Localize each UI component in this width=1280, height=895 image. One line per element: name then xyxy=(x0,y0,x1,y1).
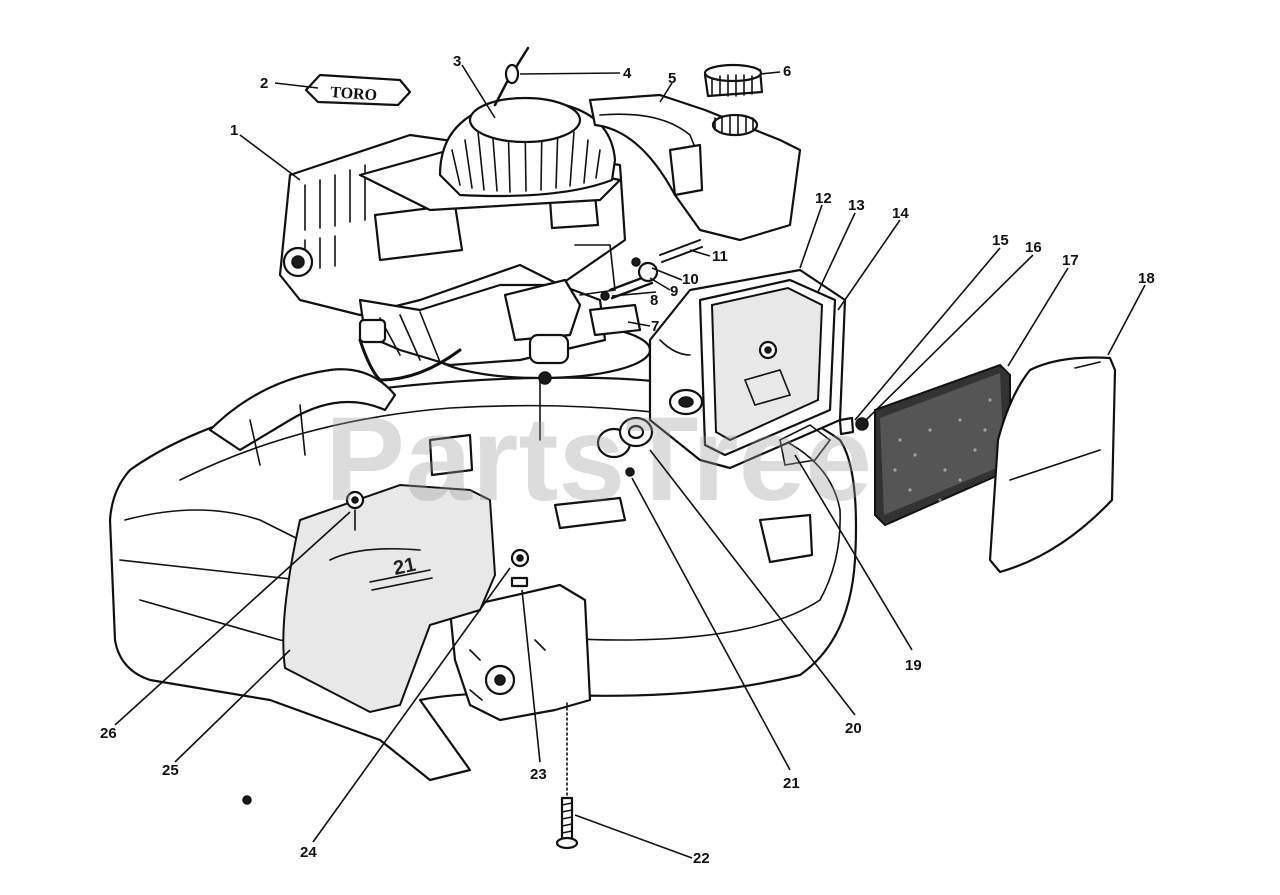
fuel-cap xyxy=(703,63,764,98)
rear-discharge-cover: 21 xyxy=(282,483,497,714)
screws xyxy=(345,490,579,850)
callout-23: 23 xyxy=(530,766,547,783)
toro-decal: TORO xyxy=(304,73,412,107)
breather-bracket xyxy=(779,424,832,466)
callout-22: 22 xyxy=(693,850,710,867)
callout-16: 16 xyxy=(1025,239,1042,256)
callout-18: 18 xyxy=(1138,270,1155,287)
callout-12: 12 xyxy=(815,190,832,207)
callout-3: 3 xyxy=(453,53,461,70)
cable-clip xyxy=(504,63,520,85)
callout-24: 24 xyxy=(300,844,317,861)
air-cleaner-body xyxy=(648,268,847,470)
callouts: 1 2 3 4 5 6 7 8 9 10 11 12 13 14 15 16 1… xyxy=(100,53,1155,867)
watermark-text: PartsTree xyxy=(325,392,872,526)
stray-dot xyxy=(242,795,252,805)
callout-4: 4 xyxy=(623,65,632,82)
callout-19: 19 xyxy=(905,657,922,674)
callout-15: 15 xyxy=(992,232,1009,249)
callout-7: 7 xyxy=(651,318,659,335)
leader-lines xyxy=(114,64,1146,859)
callout-21: 21 xyxy=(783,775,800,792)
recoil-starter xyxy=(438,96,617,198)
callout-8: 8 xyxy=(650,292,658,309)
air-cleaner-cover xyxy=(988,356,1117,574)
callout-6: 6 xyxy=(783,63,791,80)
fuel-tank xyxy=(588,93,802,242)
callout-9: 9 xyxy=(670,283,678,300)
callout-2: 2 xyxy=(260,75,268,92)
toro-logo-text: TORO xyxy=(330,84,378,104)
callout-26: 26 xyxy=(100,725,117,742)
wing-nut-parts xyxy=(838,416,869,436)
callout-20: 20 xyxy=(845,720,862,737)
callout-1: 1 xyxy=(230,122,238,139)
deck-size-label: 21 xyxy=(391,554,417,580)
callout-11: 11 xyxy=(712,248,728,265)
callout-17: 17 xyxy=(1062,252,1079,269)
callout-25: 25 xyxy=(162,762,179,779)
foam-filter xyxy=(874,363,1011,527)
callout-5: 5 xyxy=(668,70,676,87)
callout-10: 10 xyxy=(682,271,699,288)
callout-14: 14 xyxy=(892,205,909,222)
governor-parts xyxy=(600,239,703,301)
gaskets xyxy=(596,416,654,477)
callout-13: 13 xyxy=(848,197,865,214)
